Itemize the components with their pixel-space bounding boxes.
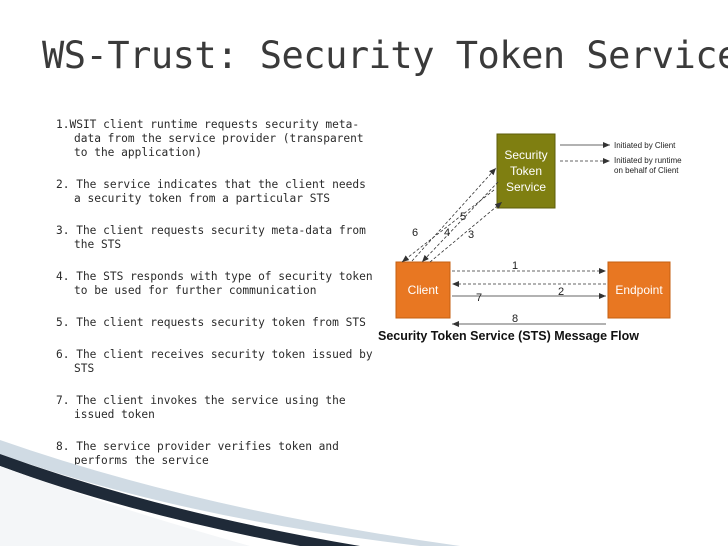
endpoint-label: Endpoint xyxy=(615,283,663,297)
legend-client-text: Initiated by Client xyxy=(614,141,676,150)
step-item: 5. The client requests security token fr… xyxy=(56,316,366,329)
arrow-label: 7 xyxy=(476,292,482,304)
sts-label-line2: Token xyxy=(510,164,542,178)
endpoint-box xyxy=(607,261,671,319)
step-item: 6. The client receives security token is… xyxy=(56,348,373,375)
decorative-swoosh xyxy=(0,440,460,546)
diagram-caption: Security Token Service (STS) Message Flo… xyxy=(378,329,639,343)
client-label: Client xyxy=(408,283,439,297)
swoosh-fill xyxy=(0,466,250,546)
arrow-label: 2 xyxy=(558,286,564,298)
arrow-label: 1 xyxy=(512,260,518,272)
arrow-label: 3 xyxy=(468,229,474,241)
legend-runtime-text-1: Initiated by runtime xyxy=(614,156,682,165)
arrow-label: 6 xyxy=(412,227,418,239)
step-item: 8. The service provider verifies token a… xyxy=(56,440,339,467)
legend-runtime-text-2: on behalf of Client xyxy=(614,166,679,175)
arrow-label: 8 xyxy=(512,313,518,325)
arrow-6 xyxy=(401,189,495,263)
client-box xyxy=(395,261,451,319)
step-item: 4. The STS responds with type of securit… xyxy=(56,270,373,297)
sts-box xyxy=(496,133,556,209)
page-title: WS-Trust: Security Token Service xyxy=(42,34,728,77)
arrow-3 xyxy=(429,201,503,263)
arrow-label: 5 xyxy=(460,211,466,223)
sts-label-line3: Service xyxy=(506,180,546,194)
arrow-4 xyxy=(421,181,499,263)
step-item: 3. The client requests security meta-dat… xyxy=(56,224,366,251)
sts-message-flow-diagram: Security Token Service Client Endpoint I… xyxy=(378,133,682,343)
arrow-5 xyxy=(411,167,497,262)
step-item: 1.WSIT client runtime requests security … xyxy=(56,118,364,159)
arrow-label: 4 xyxy=(444,227,450,239)
step-list: 1.WSIT client runtime requests security … xyxy=(56,118,376,486)
sts-label-line1: Security xyxy=(504,148,547,162)
step-item: 2. The service indicates that the client… xyxy=(56,178,366,205)
step-item: 7. The client invokes the service using … xyxy=(56,394,346,421)
